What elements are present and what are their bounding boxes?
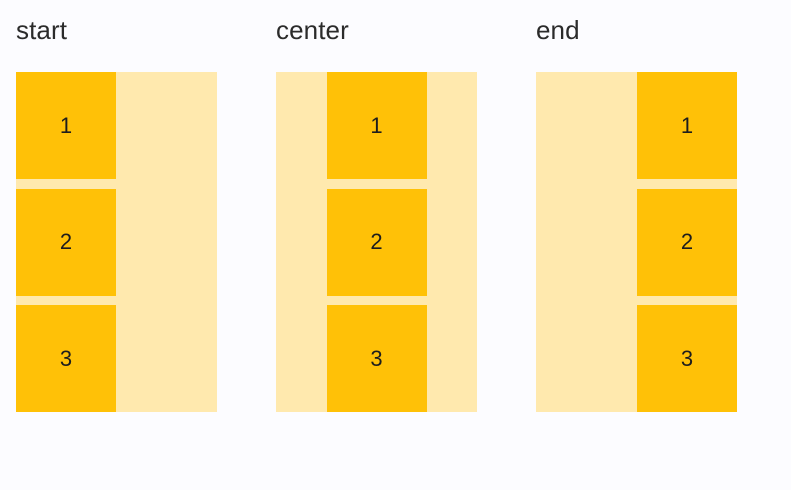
flex-item-label: 2 (680, 229, 694, 254)
flex-item: 3 (16, 305, 116, 412)
flex-item: 2 (637, 188, 737, 296)
flex-item: 1 (326, 72, 427, 179)
flex-item-label: 2 (370, 229, 383, 254)
flex-item: 1 (16, 72, 116, 179)
group-label-start: start (16, 15, 68, 45)
flex-item: 3 (637, 305, 737, 412)
flex-item-label: 3 (370, 345, 383, 371)
flex-container-start: 1 2 3 (16, 72, 217, 412)
flex-item-label: 3 (680, 345, 694, 371)
flex-item-label: 1 (680, 112, 694, 138)
flex-container-center: 1 2 3 (276, 72, 477, 412)
flex-item: 2 (16, 188, 116, 296)
flex-item: 2 (326, 188, 427, 296)
flex-item-label: 2 (59, 229, 73, 254)
flex-container-end: 1 2 3 (536, 72, 737, 412)
flex-item: 1 (637, 72, 737, 179)
group-label-end: end (536, 15, 580, 45)
flex-item: 3 (326, 305, 427, 412)
flex-item-label: 1 (59, 112, 73, 138)
flex-item-label: 3 (59, 345, 73, 371)
flex-item-label: 1 (370, 112, 383, 138)
group-label-center: center (276, 15, 349, 45)
